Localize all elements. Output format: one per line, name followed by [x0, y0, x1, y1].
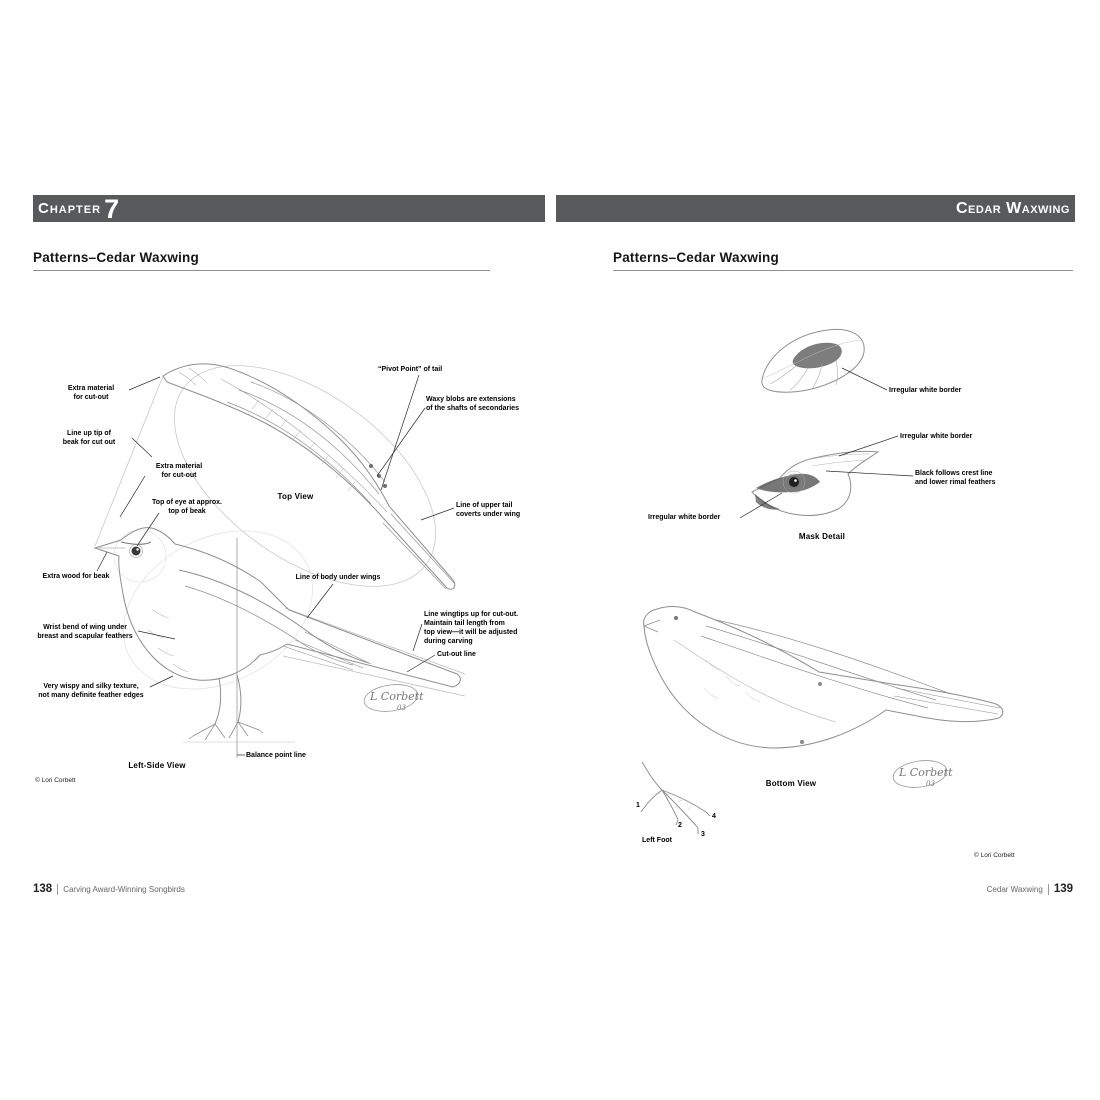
- toe-number-2: 2: [678, 822, 682, 829]
- signature-name: L Corbett: [898, 766, 953, 779]
- annotation-black-crest: Black follows crest line and lower rimal…: [915, 470, 996, 487]
- annotation-body-under-wings: Line of body under wings: [295, 574, 381, 581]
- annotation-extra-material-2: Extra material for cut-out: [155, 463, 203, 480]
- label-left-foot: Left Foot: [642, 837, 672, 844]
- artist-signature-right: L Corbett 03: [892, 760, 953, 788]
- annotation-cut-out-line: Cut-out line: [437, 651, 476, 658]
- annotation-upper-tail-coverts: Line of upper tail coverts under wing: [456, 502, 521, 519]
- annotation-top-of-eye: Top of eye at approx. top of beak: [152, 499, 222, 516]
- artist-signature-left: L Corbett 03: [363, 684, 424, 712]
- label-top-view: Top View: [277, 492, 314, 501]
- annotation-irregular-border-2: Irregular white border: [900, 433, 973, 440]
- page-right: Cedar Waxwing Patterns–Cedar Waxwing: [556, 195, 1075, 900]
- copyright-left: © Lori Corbett: [35, 777, 76, 784]
- footer-left: 138 Carving Award-Winning Songbirds: [33, 883, 185, 895]
- annotation-wispy-texture: Very wispy and silky texture, not many d…: [38, 683, 144, 700]
- annotation-irregular-border-3: Irregular white border: [648, 514, 721, 521]
- title-rule-left: [33, 270, 490, 271]
- leader-lines-left: [96, 374, 455, 756]
- signature-year: 03: [397, 704, 406, 712]
- page-number-left: 138: [33, 883, 53, 895]
- footer-right: Cedar Waxwing 139: [987, 883, 1073, 895]
- book-title: Carving Award-Winning Songbirds: [63, 884, 185, 894]
- leader-lines-right: [739, 367, 914, 519]
- section-title-left: Patterns–Cedar Waxwing: [33, 250, 199, 265]
- footer-divider: [57, 883, 59, 895]
- construction-lines: [94, 365, 466, 743]
- label-mask-detail: Mask Detail: [798, 532, 846, 541]
- pattern-drawing-right: L Corbett 03: [640, 328, 1004, 834]
- chapter-label: Chapter: [38, 200, 102, 217]
- pattern-drawing-left: L Corbett 03: [93, 363, 466, 758]
- figure-area-left: L Corbett 03 Extra mat: [33, 280, 545, 800]
- left-foot-sketch: [640, 761, 711, 834]
- head-top-view-sketch: [761, 328, 865, 393]
- chapter-number: 7: [104, 193, 120, 224]
- page-number-right: 139: [1053, 883, 1073, 895]
- footer-divider: [1047, 883, 1049, 895]
- annotation-line-up-tip: Line up tip of beak for cut out: [62, 430, 116, 447]
- label-left-side-view: Left-Side View: [128, 761, 186, 770]
- annotation-pivot-point: “Pivot Point” of tail: [378, 366, 443, 373]
- title-rule-right: [613, 270, 1073, 271]
- toe-number-1: 1: [636, 802, 640, 809]
- page-left: Chapter 7 Patterns–Cedar Waxwing: [33, 195, 545, 900]
- signature-year: 03: [926, 780, 935, 788]
- figure-area-right: L Corbett 03 Irregular white border Irre…: [556, 280, 1075, 870]
- toe-number-4: 4: [712, 813, 716, 820]
- section-title-right: Patterns–Cedar Waxwing: [613, 250, 779, 265]
- copyright-right: © Lori Corbett: [974, 852, 1015, 859]
- label-bottom-view: Bottom View: [765, 779, 817, 788]
- running-head-title: Cedar Waxwing: [956, 199, 1070, 217]
- annotation-waxy-blobs: Waxy blobs are extensions of the shafts …: [426, 396, 519, 413]
- bottom-view-bird-sketch: [643, 606, 1004, 749]
- side-view-bird-sketch: [93, 527, 461, 741]
- annotation-wrist-bend: Wrist bend of wing under breast and scap…: [37, 624, 133, 641]
- chapter-title-bar: Cedar Waxwing: [556, 195, 1075, 222]
- chapter-header-bar: Chapter 7: [33, 195, 545, 222]
- signature-name: L Corbett: [369, 690, 424, 703]
- annotation-balance-point: Balance point line: [246, 752, 306, 759]
- annotation-extra-wood: Extra wood for beak: [42, 573, 110, 580]
- annotation-wingtips-up: Line wingtips up for cut-out. Maintain t…: [424, 611, 519, 646]
- toe-number-3: 3: [701, 831, 705, 838]
- annotation-extra-material-top: Extra material for cut-out: [67, 385, 115, 402]
- annotation-irregular-border-1: Irregular white border: [889, 387, 962, 394]
- mask-detail-sketch: [751, 450, 880, 516]
- chapter-title-footer: Cedar Waxwing: [986, 884, 1043, 894]
